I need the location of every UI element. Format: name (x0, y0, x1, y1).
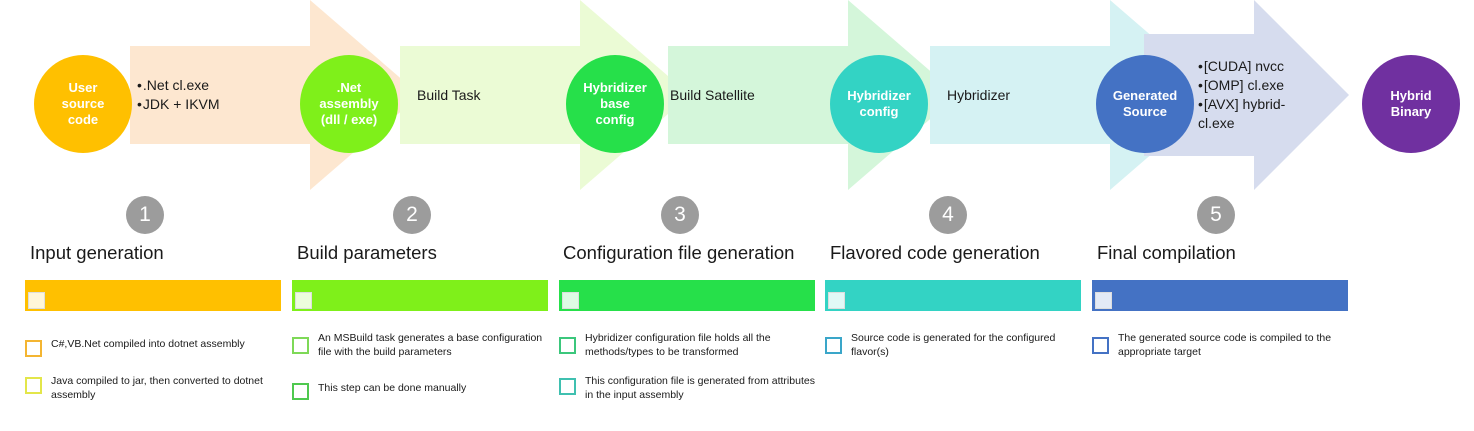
stage-3-bar (559, 280, 815, 311)
stage-1-circle: User source code (34, 55, 132, 153)
stage-5-circle: Generated Source (1096, 55, 1194, 153)
tool-item: [OMP] cl.exe (1198, 76, 1308, 95)
stage-5-tools: [CUDA] nvcc [OMP] cl.exe [AVX] hybrid-cl… (1198, 57, 1308, 133)
tool-item: .Net cl.exe (137, 76, 220, 95)
bar-checkbox-icon (1095, 292, 1112, 309)
stage-1-tools: .Net cl.exe JDK + IKVM (137, 76, 220, 114)
note-text: This configuration file is generated fro… (585, 375, 815, 401)
stage-2-number-badge: 2 (393, 196, 431, 234)
note-text: An MSBuild task generates a base configu… (318, 332, 543, 358)
tool-item: [AVX] hybrid-cl.exe (1198, 95, 1308, 133)
stage-4-bar (825, 280, 1081, 311)
stage-5-number-badge: 5 (1197, 196, 1235, 234)
stage-4-number-badge: 4 (929, 196, 967, 234)
stage-4-circle: Hybridizer config (830, 55, 928, 153)
note-text: This step can be done manually (318, 382, 467, 394)
stage-4-tool-label: Hybridizer (947, 87, 1011, 103)
stage-2-tool-label: Build Task (417, 87, 481, 103)
tool-item: JDK + IKVM (137, 95, 220, 114)
stage-4-title: Flavored code generation (830, 242, 1040, 263)
stage-2-circle: .Net assembly (dll / exe) (300, 55, 398, 153)
note-box-icon (559, 378, 576, 395)
stage-5-title: Final compilation (1097, 242, 1236, 263)
bar-checkbox-icon (295, 292, 312, 309)
note-box-icon (292, 383, 309, 400)
final-output-circle: Hybrid Binary (1362, 55, 1460, 153)
stage-3-circle: Hybridizer base config (566, 55, 664, 153)
stage-3-number-badge: 3 (661, 196, 699, 234)
stage-2-title: Build parameters (297, 242, 437, 263)
note-box-icon (292, 337, 309, 354)
bar-checkbox-icon (828, 292, 845, 309)
stage-2-bar (292, 280, 548, 311)
note-text: Source code is generated for the configu… (851, 332, 1056, 358)
note-text: The generated source code is compiled to… (1118, 332, 1332, 358)
stage-1-number-badge: 1 (126, 196, 164, 234)
note-box-icon (559, 337, 576, 354)
bar-checkbox-icon (562, 292, 579, 309)
note-box-icon (825, 337, 842, 354)
stage-1-title: Input generation (30, 242, 164, 263)
stage-3-title: Configuration file generation (563, 242, 795, 263)
stage-3-tool-label: Build Satellite (670, 87, 755, 103)
note-box-icon (25, 340, 42, 357)
stage-5-bar (1092, 280, 1348, 311)
note-box-icon (1092, 337, 1109, 354)
note-text: Java compiled to jar, then converted to … (51, 375, 263, 401)
note-box-icon (25, 377, 42, 394)
note-text: Hybridizer configuration file holds all … (585, 332, 771, 358)
note-text: C#,VB.Net compiled into dotnet assembly (51, 338, 245, 350)
stage-1-bar (25, 280, 281, 311)
tool-item: [CUDA] nvcc (1198, 57, 1308, 76)
bar-checkbox-icon (28, 292, 45, 309)
